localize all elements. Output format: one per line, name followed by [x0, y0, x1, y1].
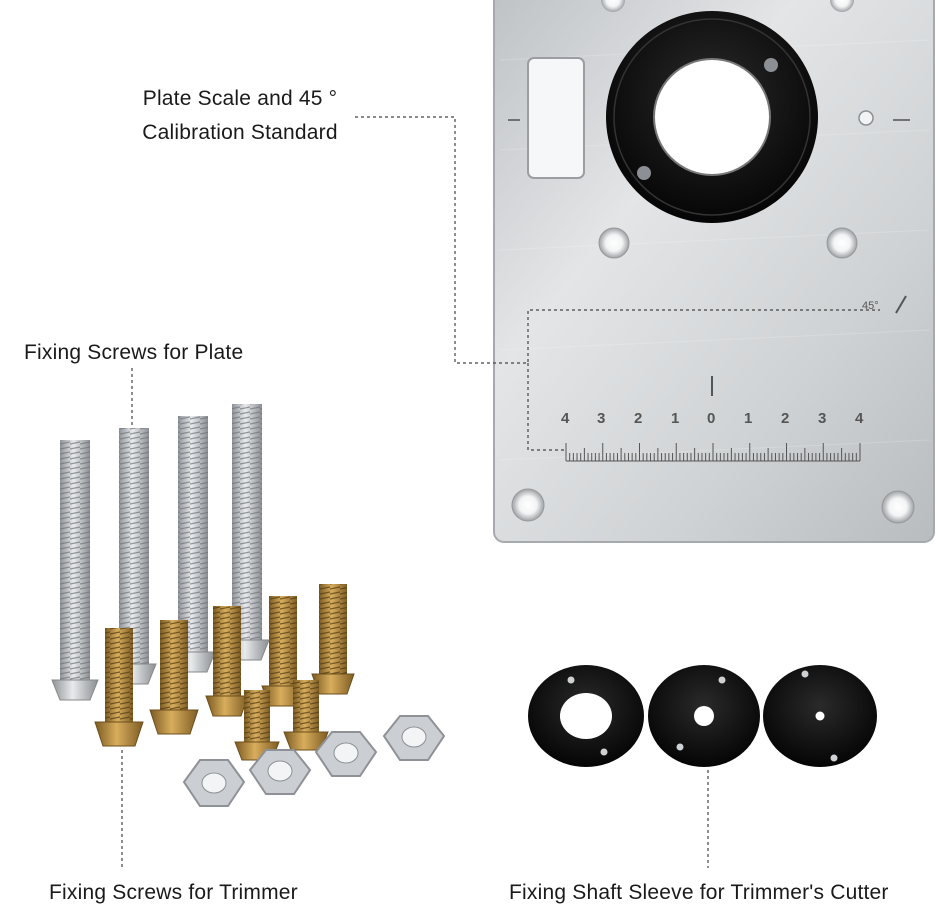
plate-scale-leader-ruler: [527, 363, 566, 451]
mounting-hole: [881, 490, 915, 524]
angle-mark-label: 45°: [862, 300, 879, 312]
mounting-hole: [826, 227, 858, 259]
scale-number: 3: [597, 410, 606, 427]
hex-nut: [314, 731, 378, 777]
plate-screws-callout: Fixing Screws for Plate: [24, 341, 244, 364]
plate-scale-callout: Plate Scale and 45 ° Calibration Standar…: [120, 82, 360, 150]
router-plate: [493, 0, 935, 543]
scale-number: 0: [707, 410, 716, 427]
plate-scale-numbers: 4 3 2 1 0 1 2 3 4: [556, 410, 876, 432]
scale-number: 4: [855, 410, 864, 427]
plate-scale-callout-line1: Plate Scale and 45 °: [142, 87, 338, 110]
angle-mark-line: [895, 295, 907, 314]
hex-nut: [182, 759, 246, 807]
hex-nut: [248, 749, 312, 795]
scale-number: 2: [781, 410, 790, 427]
silver-screw: [170, 416, 216, 673]
sleeve-medium-bore: [648, 665, 760, 767]
silver-screw: [111, 428, 157, 685]
scale-number: 2: [634, 410, 643, 427]
plate-scale-callout-line2: Calibration Standard: [142, 121, 338, 144]
plate-scale-leader: [355, 116, 880, 364]
brass-screw-short: [234, 690, 280, 761]
trimmer-screws-callout: Fixing Screws for Trimmer: [49, 881, 298, 904]
insert-ring: [606, 11, 818, 223]
mounting-hole: [598, 227, 630, 259]
hex-nuts: [182, 715, 446, 807]
brass-screw: [205, 606, 249, 717]
brass-screw: [311, 584, 355, 695]
mounting-hole: [830, 0, 854, 12]
mounting-hole: [511, 488, 545, 522]
brass-screw: [94, 628, 144, 747]
shaft-sleeves: [528, 665, 877, 767]
sleeve-large-bore: [528, 665, 644, 767]
brass-screw-short: [283, 680, 329, 751]
shaft-sleeve-callout: Fixing Shaft Sleeve for Trimmer's Cutter: [509, 881, 889, 904]
mounting-hole: [601, 0, 625, 12]
scale-number: 4: [561, 410, 570, 427]
plate-slot: [527, 57, 585, 179]
brass-screw: [149, 620, 199, 735]
hex-nut: [382, 715, 446, 761]
scale-number: 1: [671, 410, 680, 427]
plate-ruler: [565, 443, 861, 462]
scale-number: 1: [744, 410, 753, 427]
sleeve-small-bore: [763, 665, 877, 767]
scale-number: 3: [818, 410, 827, 427]
trimmer-screws: [94, 584, 355, 761]
silver-screw: [51, 440, 99, 701]
leader-lines: [121, 116, 880, 868]
